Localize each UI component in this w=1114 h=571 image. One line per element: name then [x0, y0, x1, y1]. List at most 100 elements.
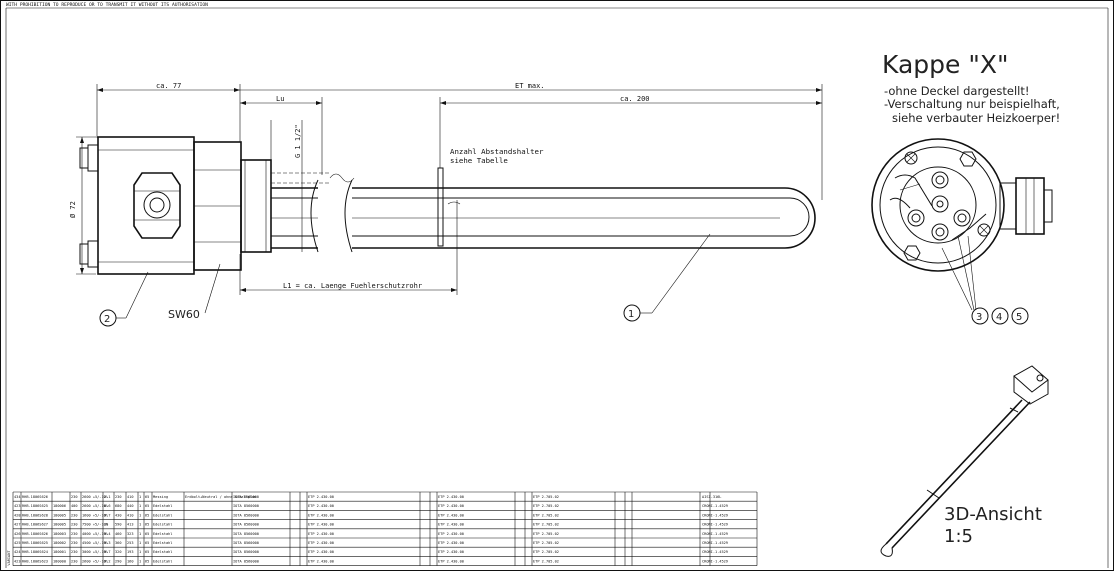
- table-cell-end: CRONI-1.4529: [702, 550, 728, 554]
- table-cell-e: 65: [145, 550, 149, 554]
- table-cell-code: RHB.1806S625: [22, 504, 48, 508]
- table-cell-pos: 423: [14, 504, 21, 508]
- table-cell-note: Erdbolt+Neutral / ohne Schaltplan: [185, 495, 256, 499]
- svg-text:3: 3: [976, 312, 982, 323]
- table-cell-part1: IOTA 8560000: [233, 559, 259, 563]
- table-cell-code: RHB.1806S628: [22, 513, 48, 517]
- table-cell-n: 180005: [53, 513, 66, 517]
- spacer-note-line1: Anzahl Abstandshalter: [450, 147, 544, 156]
- table-cell-v: 230: [71, 550, 78, 554]
- svg-text:2: 2: [104, 314, 110, 325]
- table-cell-e: 65: [145, 513, 149, 517]
- table-cell-part3: ETP 2.430.00: [438, 504, 464, 508]
- table-cell-pos: 426: [14, 532, 21, 536]
- table-cell-part4: ETP 2.705.02: [533, 559, 559, 563]
- table-cell-a: 10: [104, 523, 108, 527]
- table-cell-part1: IOTA 8560000: [233, 550, 259, 554]
- svg-text:1: 1: [628, 309, 634, 320]
- header-notice: WITH PROHIBITION TO REPRODUCE OR TO TRAN…: [6, 2, 208, 8]
- table-cell-part2: ETP 2.430.00: [308, 495, 334, 499]
- table-cell-code: RHB.1806S626: [22, 532, 48, 536]
- table-cell-b: 360: [115, 541, 122, 545]
- spacer: [437, 167, 444, 247]
- table-cell-part3: ETP 2.430.00: [438, 523, 464, 527]
- table-cell-part3: ETP 2.430.00: [438, 550, 464, 554]
- table-cell-mat: Edelstahl: [153, 504, 172, 508]
- table-cell-b: 230: [115, 495, 122, 499]
- table-cell-b: 320: [115, 550, 122, 554]
- table-cell-a: 9.2: [104, 559, 111, 563]
- table-cell-c: 410: [127, 495, 134, 499]
- table-cell-code: RHB.1806S623: [22, 559, 48, 563]
- spacer-note-line2: siehe Tabelle: [450, 156, 508, 165]
- table-cell-part1: IOTA 8560000: [233, 495, 259, 499]
- table-cell-c: 193: [127, 550, 134, 554]
- table-cell-part4: ETP 2.705.02: [533, 495, 559, 499]
- break-line-right: [344, 179, 353, 253]
- table-cell-d: 1: [139, 550, 141, 554]
- dim-ca200: ca. 200: [620, 95, 650, 103]
- table-cell-end: CRONI-1.4529: [702, 541, 728, 545]
- table-cell-end: CRONI-1.4529: [702, 532, 728, 536]
- dim-lu: Lu: [276, 95, 284, 103]
- table-cell-part4: ETP 2.705.02: [533, 523, 559, 527]
- table-cell-e: 65: [145, 495, 149, 499]
- table-cell-part4: ETP 2.705.02: [533, 532, 559, 536]
- table-cell-part1: IOTA 8560000: [233, 532, 259, 536]
- table-cell-part2: ETP 2.430.00: [308, 532, 334, 536]
- view-3d-scale: 1:5: [944, 526, 973, 547]
- table-cell-d: 1: [139, 541, 141, 545]
- table-cell-a: 6.6: [104, 504, 111, 508]
- table-cell-part4: ETP 2.705.02: [533, 513, 559, 517]
- table-cell-code: RHB.1806S624: [22, 550, 48, 554]
- table-cell-pos: 428: [14, 513, 21, 517]
- balloon-group-345: 3 4 5: [941, 235, 1029, 325]
- table-cell-b: 290: [115, 559, 122, 563]
- cap-view-note1: -ohne Deckel dargestellt!: [884, 84, 1029, 98]
- side-view: [79, 136, 816, 275]
- table-cell-n: 180002: [53, 541, 66, 545]
- table-cell-pos: 424: [14, 550, 21, 554]
- table-cell-b: 680: [115, 504, 122, 508]
- table-cell-b: 590: [115, 523, 122, 527]
- table-cell-mat: Edelstahl: [153, 559, 172, 563]
- table-cell-pos: 427: [14, 523, 21, 527]
- table-cell-n: 180006: [53, 504, 66, 508]
- table-cell-end: CRONI-1.4529: [702, 559, 728, 563]
- thread-section: [240, 159, 272, 253]
- table-cell-mat: Edelstahl: [153, 541, 172, 545]
- dim-l1: L1 = ca. Laenge Fuehlerschutzrohr: [283, 282, 422, 290]
- table-cell-v: 230: [71, 559, 78, 563]
- table-cell-mat: Edelstahl: [153, 523, 172, 527]
- table-cell-end: CRONI-1.4529: [702, 504, 728, 508]
- view-3d: [880, 365, 1049, 557]
- cap-view-note2: -Verschaltung nur beispielhaft,: [884, 97, 1060, 111]
- table-cell-part3: ETP 2.430.00: [438, 495, 464, 499]
- table-cell-part3: ETP 2.430.00: [438, 541, 464, 545]
- table-cell-e: 65: [145, 559, 149, 563]
- table-cell-c: 253: [127, 541, 134, 545]
- table-cell-v: 230: [71, 495, 78, 499]
- heating-tube-outer: [271, 187, 816, 249]
- view-3d-title: 3D-Ansicht: [944, 504, 1042, 525]
- balloon-1: 1: [623, 233, 711, 322]
- table-cell-d: 1: [139, 523, 141, 527]
- table-cell-code: RHB.1806S627: [22, 523, 48, 527]
- table-cell-c: 323: [127, 532, 134, 536]
- table-cell-part2: ETP 2.430.00: [308, 513, 334, 517]
- balloon-2: 2: [99, 271, 149, 327]
- table-cell-end: CRONI-1.4529: [702, 513, 728, 517]
- table-cell-d: 1: [139, 513, 141, 517]
- dim-thread: G 1 1/2": [294, 124, 302, 158]
- table-cell-e: 65: [145, 541, 149, 545]
- table-side-label: VARIANT: [7, 550, 11, 566]
- table-cell-v: 230: [71, 532, 78, 536]
- table-cell-v: 230: [71, 513, 78, 517]
- table-cell-b: 460: [115, 532, 122, 536]
- table-cell-n: 180003: [53, 532, 66, 536]
- table-cell-a: 9.7: [104, 513, 111, 517]
